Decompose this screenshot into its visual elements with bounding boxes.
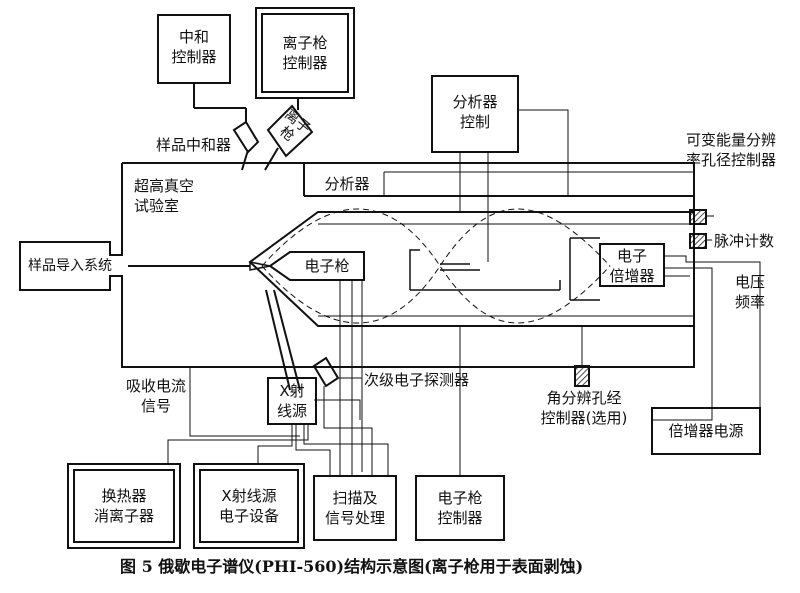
electron-gun bbox=[268, 251, 365, 281]
pulse-count-label: 脉冲计数 bbox=[714, 232, 775, 250]
pulse-count-block bbox=[689, 233, 707, 249]
aperture-ctrl-block bbox=[689, 209, 707, 225]
multiplier-label: 电子 倍增器 bbox=[609, 247, 655, 285]
figure-caption: 图 5 俄歇电子谱仪(PHI-560)结构示意图(离子枪用于表面剥蚀) bbox=[120, 557, 584, 576]
scan-signal-label: 扫描及 信号处理 bbox=[324, 489, 385, 527]
ion-gun-body bbox=[266, 104, 314, 158]
xray-source-label: X射 线源 bbox=[276, 382, 307, 420]
analyzer-label: 分析器 bbox=[324, 175, 370, 193]
variable-energy-label: 可变能量分辨 率孔径控制器 bbox=[685, 131, 776, 169]
analyzer-ctrl-box bbox=[431, 75, 519, 153]
heat-exchanger-box-outer bbox=[67, 463, 181, 549]
xray-equipment-box-outer bbox=[193, 463, 305, 549]
electron-gun-label: 电子枪 bbox=[304, 257, 350, 275]
absorb-current-label: 吸收电流 信号 bbox=[125, 377, 186, 415]
scan-signal-box bbox=[313, 475, 397, 541]
heat-exchanger-box-inner bbox=[73, 469, 175, 543]
ion-gun-ctrl-box-outer bbox=[255, 7, 355, 99]
xray-equipment-box-inner bbox=[199, 469, 299, 543]
sample-intro-label: 样品导入系统 bbox=[28, 258, 112, 274]
voltage-freq-label: 电压 频率 bbox=[734, 273, 765, 311]
sample-neutralize-label: 样品中和器 bbox=[156, 136, 232, 154]
neutralizer-gun bbox=[232, 120, 260, 154]
neutralizer-ctrl-label: 中和 控制器 bbox=[171, 28, 217, 66]
heat-exchanger-label: 换热器 消离子器 bbox=[93, 487, 154, 525]
xray-equipment-label: X射线源 电子设备 bbox=[218, 487, 279, 525]
secondary-detector bbox=[312, 356, 340, 388]
multiplier-psu-label: 倍增器电源 bbox=[668, 422, 744, 440]
egun-ctrl-label: 电子枪 控制器 bbox=[437, 489, 483, 527]
ion-gun-ctrl-label: 离子枪 控制器 bbox=[282, 34, 328, 72]
uhv-chamber-label: 超高真空 试验室 bbox=[134, 177, 195, 215]
angle-aperture-label: 角分辨孔经 控制器(选用) bbox=[540, 389, 628, 427]
multiplier-psu-box bbox=[651, 407, 761, 455]
angle-aperture-block bbox=[574, 365, 590, 387]
ion-gun-ctrl-box-inner bbox=[261, 13, 349, 93]
secondary-detector-label: 次级电子探测器 bbox=[364, 371, 470, 389]
analyzer-ctrl-label: 分析器 控制 bbox=[452, 93, 498, 131]
chamber-outline bbox=[19, 162, 695, 368]
multiplier-box bbox=[599, 243, 665, 287]
